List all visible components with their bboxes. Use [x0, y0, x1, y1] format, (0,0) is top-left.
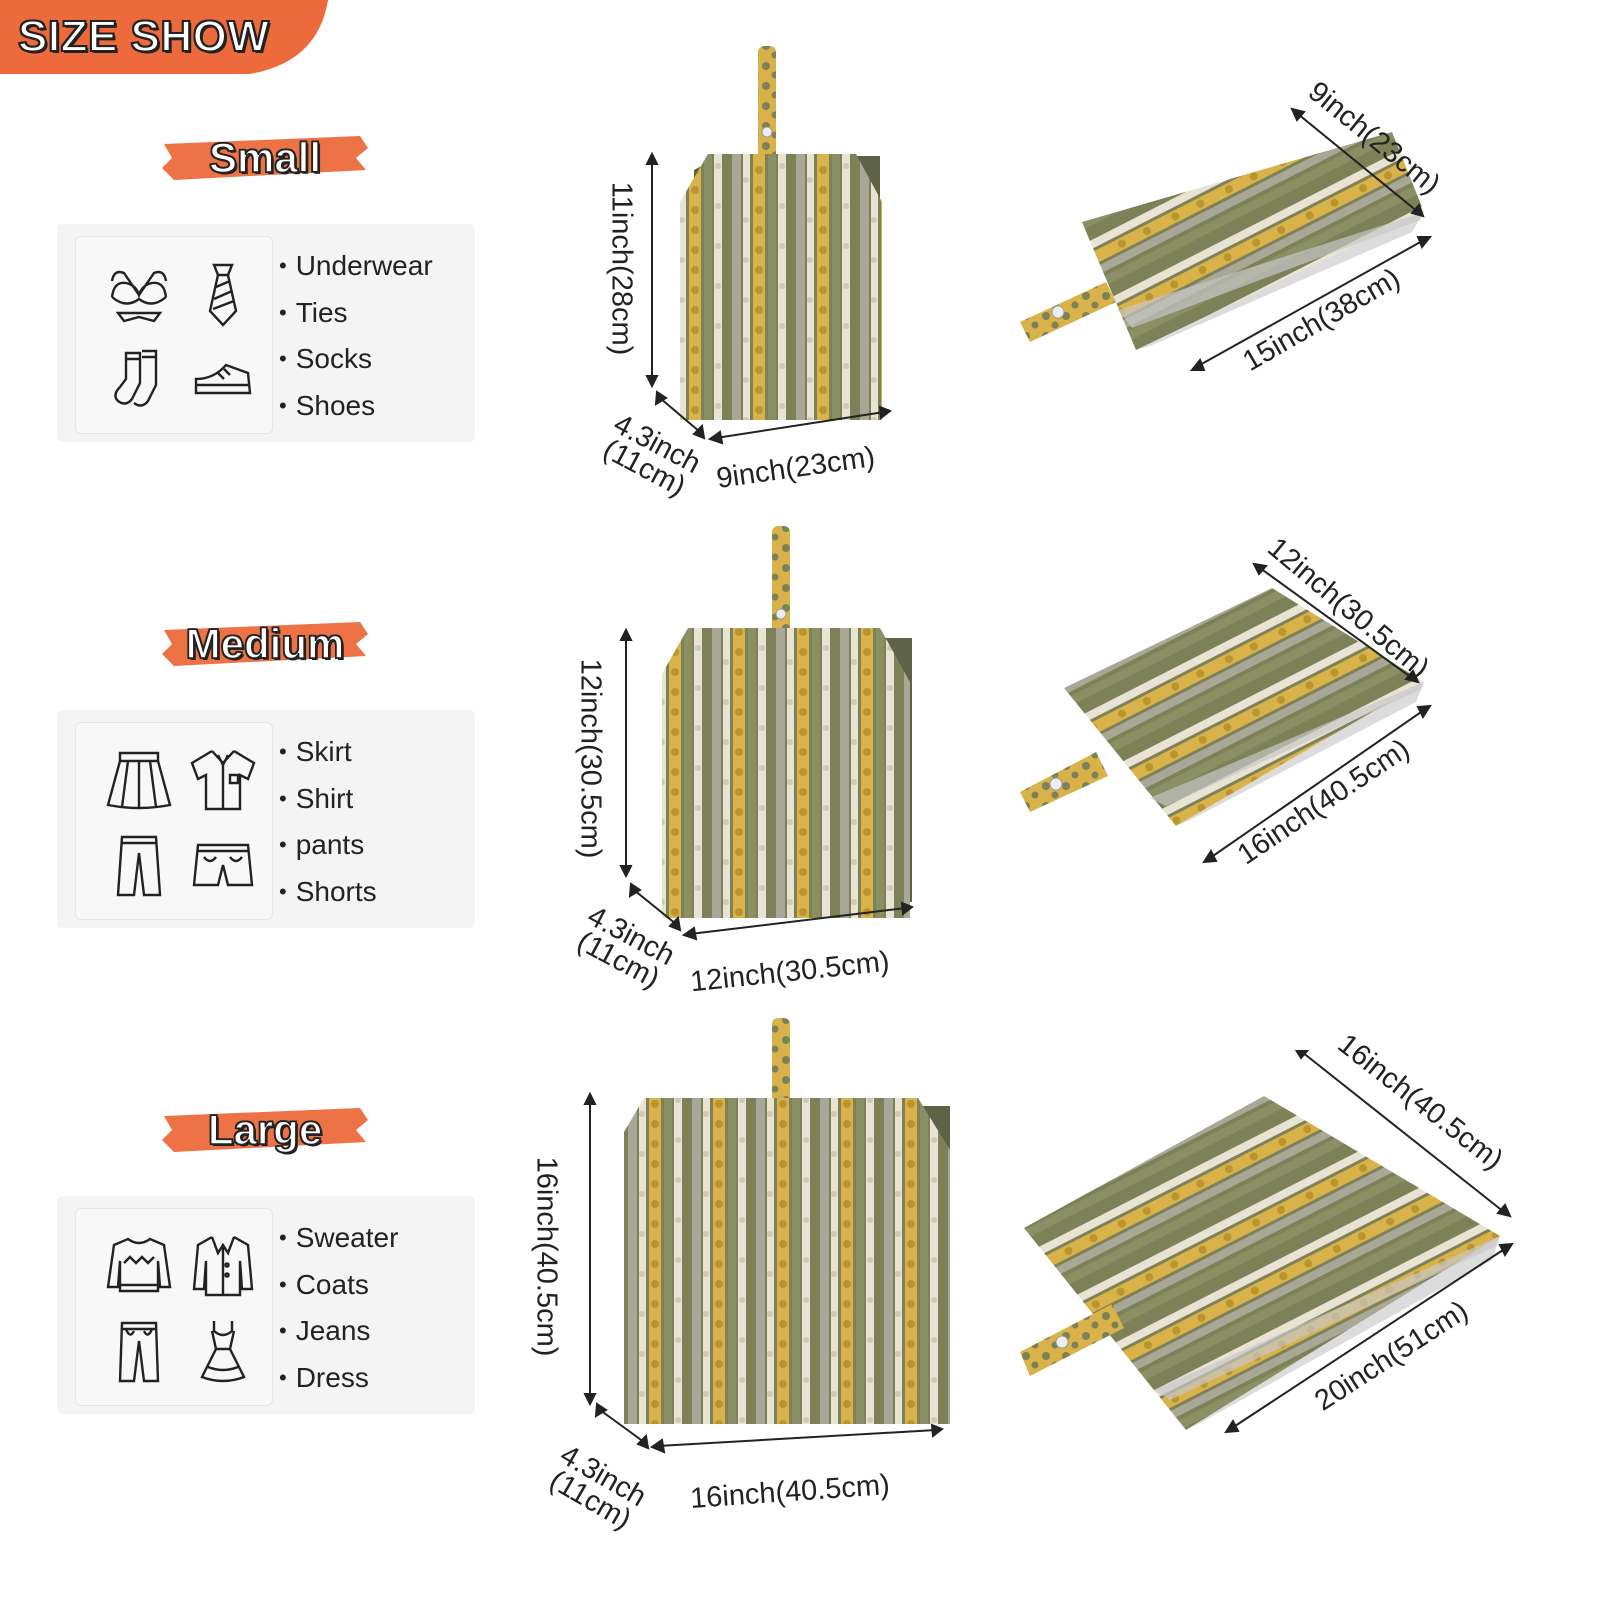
list-item: Coats — [279, 1263, 398, 1310]
bag-strap — [772, 1018, 790, 1122]
skirt-icon — [104, 745, 174, 815]
list-item: Shorts — [279, 870, 377, 917]
snap-button — [761, 126, 773, 138]
medium-standing-bag — [619, 526, 914, 941]
snap-button — [1055, 1335, 1069, 1349]
top-arrow — [1290, 107, 1425, 218]
mesh-window — [1186, 1236, 1500, 1430]
list-item: Jeans — [279, 1309, 398, 1356]
shorts-icon — [188, 831, 258, 901]
depth-arrow — [654, 390, 706, 440]
size-show-banner: SIZE SHOW — [0, 0, 330, 78]
pants-icon — [104, 831, 174, 901]
brush-stroke — [162, 622, 368, 666]
sweater-icon — [104, 1231, 174, 1301]
bag-strap — [1020, 282, 1116, 342]
dress-icon — [188, 1317, 258, 1387]
medium-flat-bag — [1020, 562, 1432, 864]
height-arrow — [583, 1091, 597, 1407]
shirt-icon — [188, 745, 258, 815]
list-item: Socks — [279, 337, 433, 384]
size-label-large: Large — [160, 1100, 370, 1160]
bag-strap — [1020, 752, 1108, 812]
bag-front — [680, 154, 882, 420]
list-item: Shoes — [279, 384, 433, 431]
snap-button — [1051, 305, 1065, 319]
small-standing-bag — [645, 46, 892, 445]
list-item: Underwear — [279, 244, 433, 291]
size-label-text: Medium — [185, 619, 345, 668]
bag-strap — [772, 526, 790, 638]
bag-body — [1024, 1096, 1500, 1430]
top-arrow — [1252, 562, 1420, 684]
top-arrow — [1294, 1050, 1512, 1218]
medium-height-label: 12inch(30.5cm) — [574, 658, 607, 859]
bottom-arrow — [1189, 236, 1433, 371]
large-items-card: Sweater Coats Jeans Dress — [57, 1196, 475, 1414]
bag-strap — [1020, 1304, 1124, 1376]
icon-box — [75, 236, 273, 434]
medium-items-card: Skirt Shirt pants Shorts — [57, 710, 475, 928]
size-label-text: Small — [208, 133, 322, 182]
socks-icon — [104, 345, 174, 415]
shoe-icon — [188, 345, 258, 415]
list-item: Skirt — [279, 730, 377, 777]
bra-icon — [104, 259, 174, 329]
large-standing-bag — [583, 1018, 950, 1454]
item-list: Sweater Coats Jeans Dress — [279, 1216, 399, 1403]
height-arrow — [645, 151, 659, 389]
tie-icon — [188, 259, 258, 329]
snap-button — [1049, 777, 1063, 791]
size-label-small: Small — [160, 128, 370, 188]
brush-stroke — [162, 1108, 368, 1152]
list-item: Dress — [279, 1356, 398, 1403]
brush-stroke — [162, 136, 368, 180]
icon-box — [75, 722, 273, 920]
list-item: pants — [279, 823, 377, 870]
banner-shape — [0, 0, 328, 74]
height-arrow — [619, 627, 633, 879]
small-height-label: 11inch(28cm) — [605, 181, 638, 356]
depth-arrow — [628, 882, 682, 932]
jeans-icon — [104, 1317, 174, 1387]
list-item: Shirt — [279, 777, 377, 824]
bottom-arrow — [1202, 704, 1432, 864]
large-flat-bag — [1020, 1050, 1514, 1434]
size-label-medium: Medium — [160, 614, 370, 674]
coat-icon — [188, 1231, 258, 1301]
large-height-label: 16inch(40.5cm) — [530, 1156, 563, 1357]
icon-box — [75, 1208, 273, 1406]
bottom-arrow — [1224, 1242, 1514, 1434]
banner-title: SIZE SHOW — [17, 11, 270, 62]
bag-body — [1064, 588, 1424, 826]
item-list: Underwear Ties Socks Shoes — [279, 244, 433, 430]
width-arrow — [649, 1423, 944, 1454]
mesh-window — [1176, 682, 1424, 826]
width-arrow — [681, 901, 914, 941]
list-item: Sweater — [279, 1216, 399, 1263]
width-arrow — [707, 405, 892, 445]
size-label-text: Large — [207, 1105, 323, 1154]
bag-front — [662, 628, 910, 918]
item-list: Skirt Shirt pants Shorts — [279, 730, 377, 916]
small-items-card: Underwear Ties Socks Shoes — [57, 224, 475, 442]
list-item: Ties — [279, 291, 433, 338]
bag-front — [624, 1098, 950, 1424]
small-flat-bag — [1020, 107, 1433, 371]
snap-button — [775, 608, 787, 620]
depth-arrow — [594, 1402, 650, 1450]
mesh-window — [1136, 212, 1424, 350]
